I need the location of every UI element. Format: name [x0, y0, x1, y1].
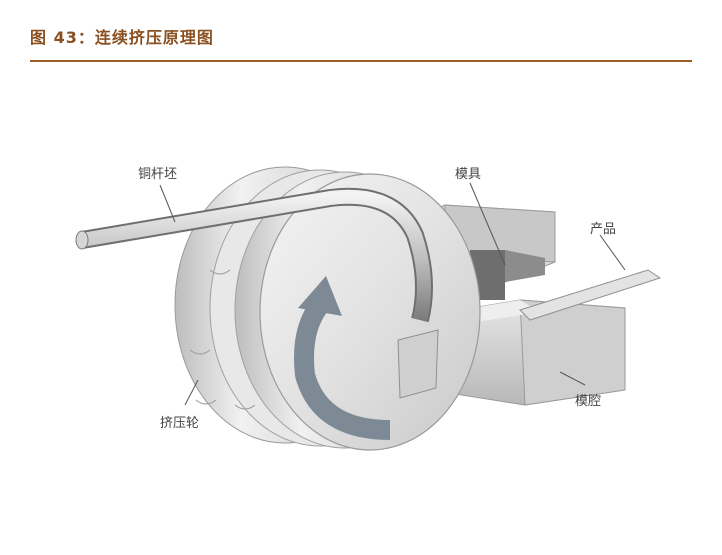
die-cavity-label: 模腔 — [575, 394, 602, 409]
extrusion-wheel-label: 挤压轮 — [160, 416, 200, 431]
die-label: 模具 — [455, 167, 482, 182]
figure-title: 图 43：连续挤压原理图 — [30, 28, 214, 47]
leader-lines — [159, 182, 626, 406]
title-rule — [30, 60, 692, 62]
product-strip — [519, 269, 662, 321]
copper-rod — [75, 187, 439, 399]
product-label: 产品 — [590, 222, 617, 237]
rotation-arrow — [294, 276, 391, 440]
copper-rod-label: 铜杆坯 — [138, 167, 178, 182]
